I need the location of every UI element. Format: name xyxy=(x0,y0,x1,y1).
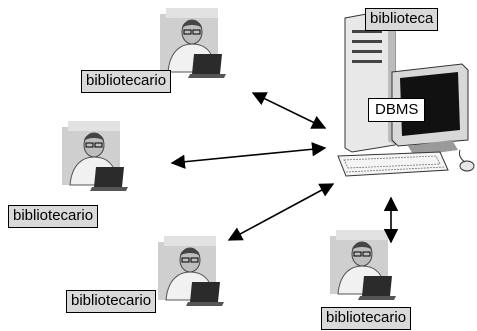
client-2-label: bibliotecario xyxy=(8,205,99,228)
server-name-label: biblioteca xyxy=(365,8,439,31)
librarian-2-figure xyxy=(61,120,129,192)
server-mouse xyxy=(459,149,475,172)
arrow-client-3-server xyxy=(227,183,335,241)
client-1-label: bibliotecario xyxy=(81,70,172,93)
client-4-label: bibliotecario xyxy=(321,307,412,330)
client-3-label: bibliotecario xyxy=(66,290,157,313)
server-computer xyxy=(337,9,475,177)
server-tower xyxy=(344,9,396,153)
librarian-3-figure xyxy=(157,235,225,307)
arrow-client-1-server xyxy=(251,92,327,129)
librarian-1-figure xyxy=(159,7,227,79)
arrow-client-2-server xyxy=(170,142,327,169)
server-keyboard xyxy=(337,151,449,177)
librarian-4-figure xyxy=(329,229,397,301)
dbms-label: DBMS xyxy=(368,98,426,122)
connection-arrows xyxy=(170,92,399,244)
